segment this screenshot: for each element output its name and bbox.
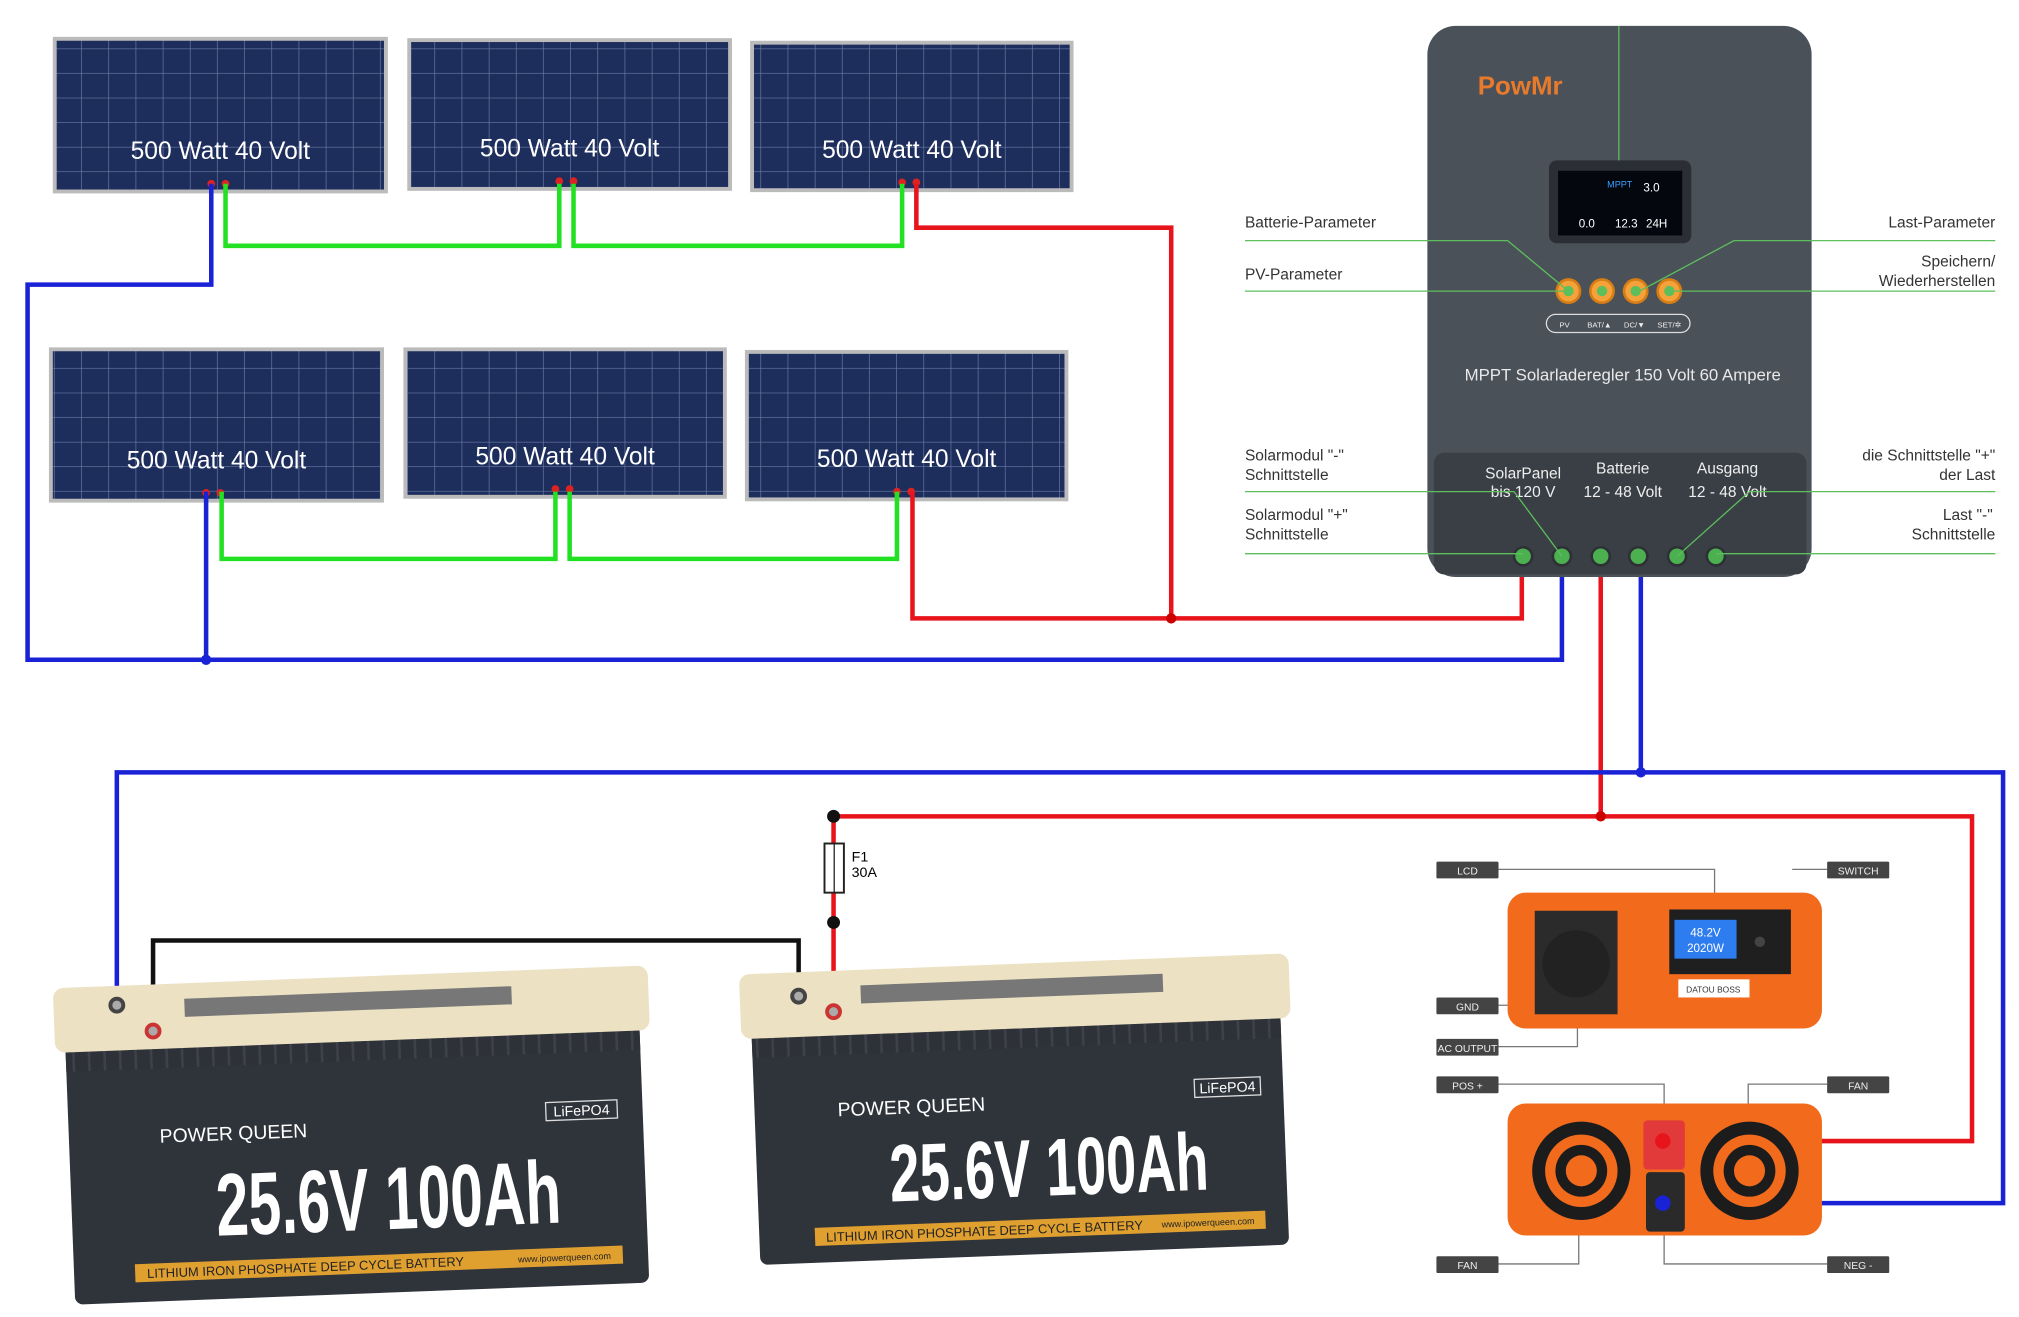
negative-wires bbox=[25, 183, 2006, 1206]
button-label: BAT/▲ bbox=[1587, 320, 1611, 329]
inverter-lcd-voltage: 48.2V bbox=[1690, 927, 1721, 940]
callout-battery-param: Batterie-Parameter bbox=[1245, 215, 1376, 232]
button-label: PV bbox=[1559, 320, 1570, 329]
callout-lines bbox=[1244, 239, 1996, 557]
solar-panel: 500 Watt 40 Volt bbox=[403, 347, 727, 499]
callout-restore: Wiederherstellen bbox=[1879, 273, 1995, 290]
inverter-label-switch: SWITCH bbox=[1838, 867, 1879, 878]
solar-panel: 500 Watt 40 Volt bbox=[750, 40, 1074, 193]
callout-load-pos: die Schnittstelle "+" bbox=[1862, 448, 1995, 465]
solar-panel: 500 Watt 40 Volt bbox=[52, 36, 388, 194]
port-battery-label: Batterie bbox=[1596, 460, 1649, 477]
panel-label: 500 Watt 40 Volt bbox=[480, 136, 660, 163]
port-solar-range: bis 120 V bbox=[1491, 484, 1556, 501]
lcd-mppt: MPPT bbox=[1607, 180, 1633, 190]
panel-pos-terminal bbox=[569, 177, 578, 186]
battery-terminal bbox=[825, 1003, 842, 1021]
series-wires bbox=[219, 183, 905, 562]
panel-pos-terminal bbox=[565, 485, 574, 493]
lcd-bat: 12.3 bbox=[1615, 218, 1638, 231]
inverter-label-neg: NEG - bbox=[1844, 1261, 1873, 1272]
lcd-load: 24H bbox=[1646, 218, 1667, 231]
battery-terminal bbox=[144, 1022, 162, 1040]
panel-neg-terminal bbox=[555, 177, 564, 186]
port-output-label: Ausgang bbox=[1697, 460, 1758, 477]
charge-controller: PowMr MPPT 3.0 0.0 12.3 24H PV BAT/▲ DC/▼ S… bbox=[1427, 25, 1812, 577]
panel-label: 500 Watt 40 Volt bbox=[822, 137, 1002, 164]
fuse-name: F1 bbox=[852, 850, 869, 866]
inverter-badge: DATOU BOSS bbox=[1686, 984, 1741, 994]
positive-wires bbox=[831, 183, 1975, 1144]
callout-load-neg: Last "-" bbox=[1943, 507, 1993, 524]
callout-solar-pos-2: Schnittstelle bbox=[1245, 526, 1329, 543]
solar-panel: 500 Watt 40 Volt bbox=[744, 349, 1069, 502]
panel-label: 500 Watt 40 Volt bbox=[127, 447, 307, 474]
callout-load-param: Last-Parameter bbox=[1888, 215, 1995, 232]
solar-panel: 500 Watt 40 Volt bbox=[48, 347, 384, 503]
inverter-label-ac-output: AC OUTPUT bbox=[1438, 1044, 1498, 1055]
panel-neg-terminal bbox=[551, 485, 560, 493]
port-solar-label: SolarPanel bbox=[1485, 466, 1561, 483]
battery-terminal bbox=[790, 987, 808, 1005]
inverter-label-pos: POS + bbox=[1452, 1081, 1483, 1092]
battery-rating: 25.6V 100Ah bbox=[888, 1116, 1210, 1219]
inverter-label-fan-left: FAN bbox=[1457, 1261, 1477, 1272]
inverter-label-lcd: LCD bbox=[1457, 867, 1478, 878]
callout-solar-neg-2: Schnittstelle bbox=[1245, 467, 1329, 484]
inverter-lcd-power: 2020W bbox=[1687, 942, 1724, 955]
lcd-screen bbox=[1558, 170, 1683, 236]
panel-label: 500 Watt 40 Volt bbox=[131, 138, 311, 165]
battery-url: www.ipowerqueen.com bbox=[517, 1251, 611, 1265]
callout-pv-param: PV-Parameter bbox=[1245, 266, 1342, 283]
callout-solar-pos: Solarmodul "+" bbox=[1245, 507, 1348, 524]
port-battery-range: 12 - 48 Volt bbox=[1583, 484, 1662, 501]
panel-label: 500 Watt 40 Volt bbox=[817, 446, 997, 473]
inverter: 48.2V 2020W DATOU BOSS LCD SWITCH GND AC OU… bbox=[1436, 861, 1890, 1274]
inverter-lcd bbox=[1674, 919, 1737, 959]
controller-terminal bbox=[1627, 545, 1649, 567]
callout-save: Speichern/ bbox=[1921, 254, 1996, 271]
callout-solar-neg: Solarmodul "-" bbox=[1245, 448, 1344, 465]
battery-rating: 25.6V 100Ah bbox=[214, 1143, 563, 1255]
inverter-label-fan-right: FAN bbox=[1848, 1081, 1868, 1092]
brand-logo: PowMr bbox=[1478, 72, 1563, 100]
controller-terminal bbox=[1590, 545, 1612, 567]
solar-panel: 500 Watt 40 Volt bbox=[407, 38, 732, 191]
button-label: SET/✲ bbox=[1657, 320, 1681, 329]
fuse-rating: 30A bbox=[852, 865, 878, 881]
battery-terminal bbox=[108, 996, 126, 1014]
inverter-label-gnd: GND bbox=[1456, 1002, 1479, 1013]
battery-chemistry: LiFePO4 bbox=[1199, 1079, 1256, 1097]
junction-dots bbox=[200, 613, 1647, 929]
button-label: DC/▼ bbox=[1624, 320, 1645, 329]
battery-chemistry: LiFePO4 bbox=[553, 1102, 610, 1120]
fuse-f1: F1 30A bbox=[823, 842, 878, 894]
port-output-range: 12 - 48 Volt bbox=[1688, 484, 1767, 501]
power-switch[interactable] bbox=[1754, 936, 1766, 947]
controller-terminal bbox=[1705, 545, 1727, 567]
lcd-pv: 0.0 bbox=[1579, 218, 1596, 231]
controller-terminal bbox=[1512, 545, 1534, 567]
panel-label: 500 Watt 40 Volt bbox=[475, 443, 655, 470]
callout-load-pos-2: der Last bbox=[1939, 467, 1996, 484]
battery-url: www.ipowerqueen.com bbox=[1160, 1216, 1254, 1230]
controller-title: MPPT Solarladeregler 150 Volt 60 Ampere bbox=[1465, 365, 1781, 384]
callout-load-neg-2: Schnittstelle bbox=[1912, 526, 1996, 543]
lcd-value: 3.0 bbox=[1643, 181, 1660, 194]
